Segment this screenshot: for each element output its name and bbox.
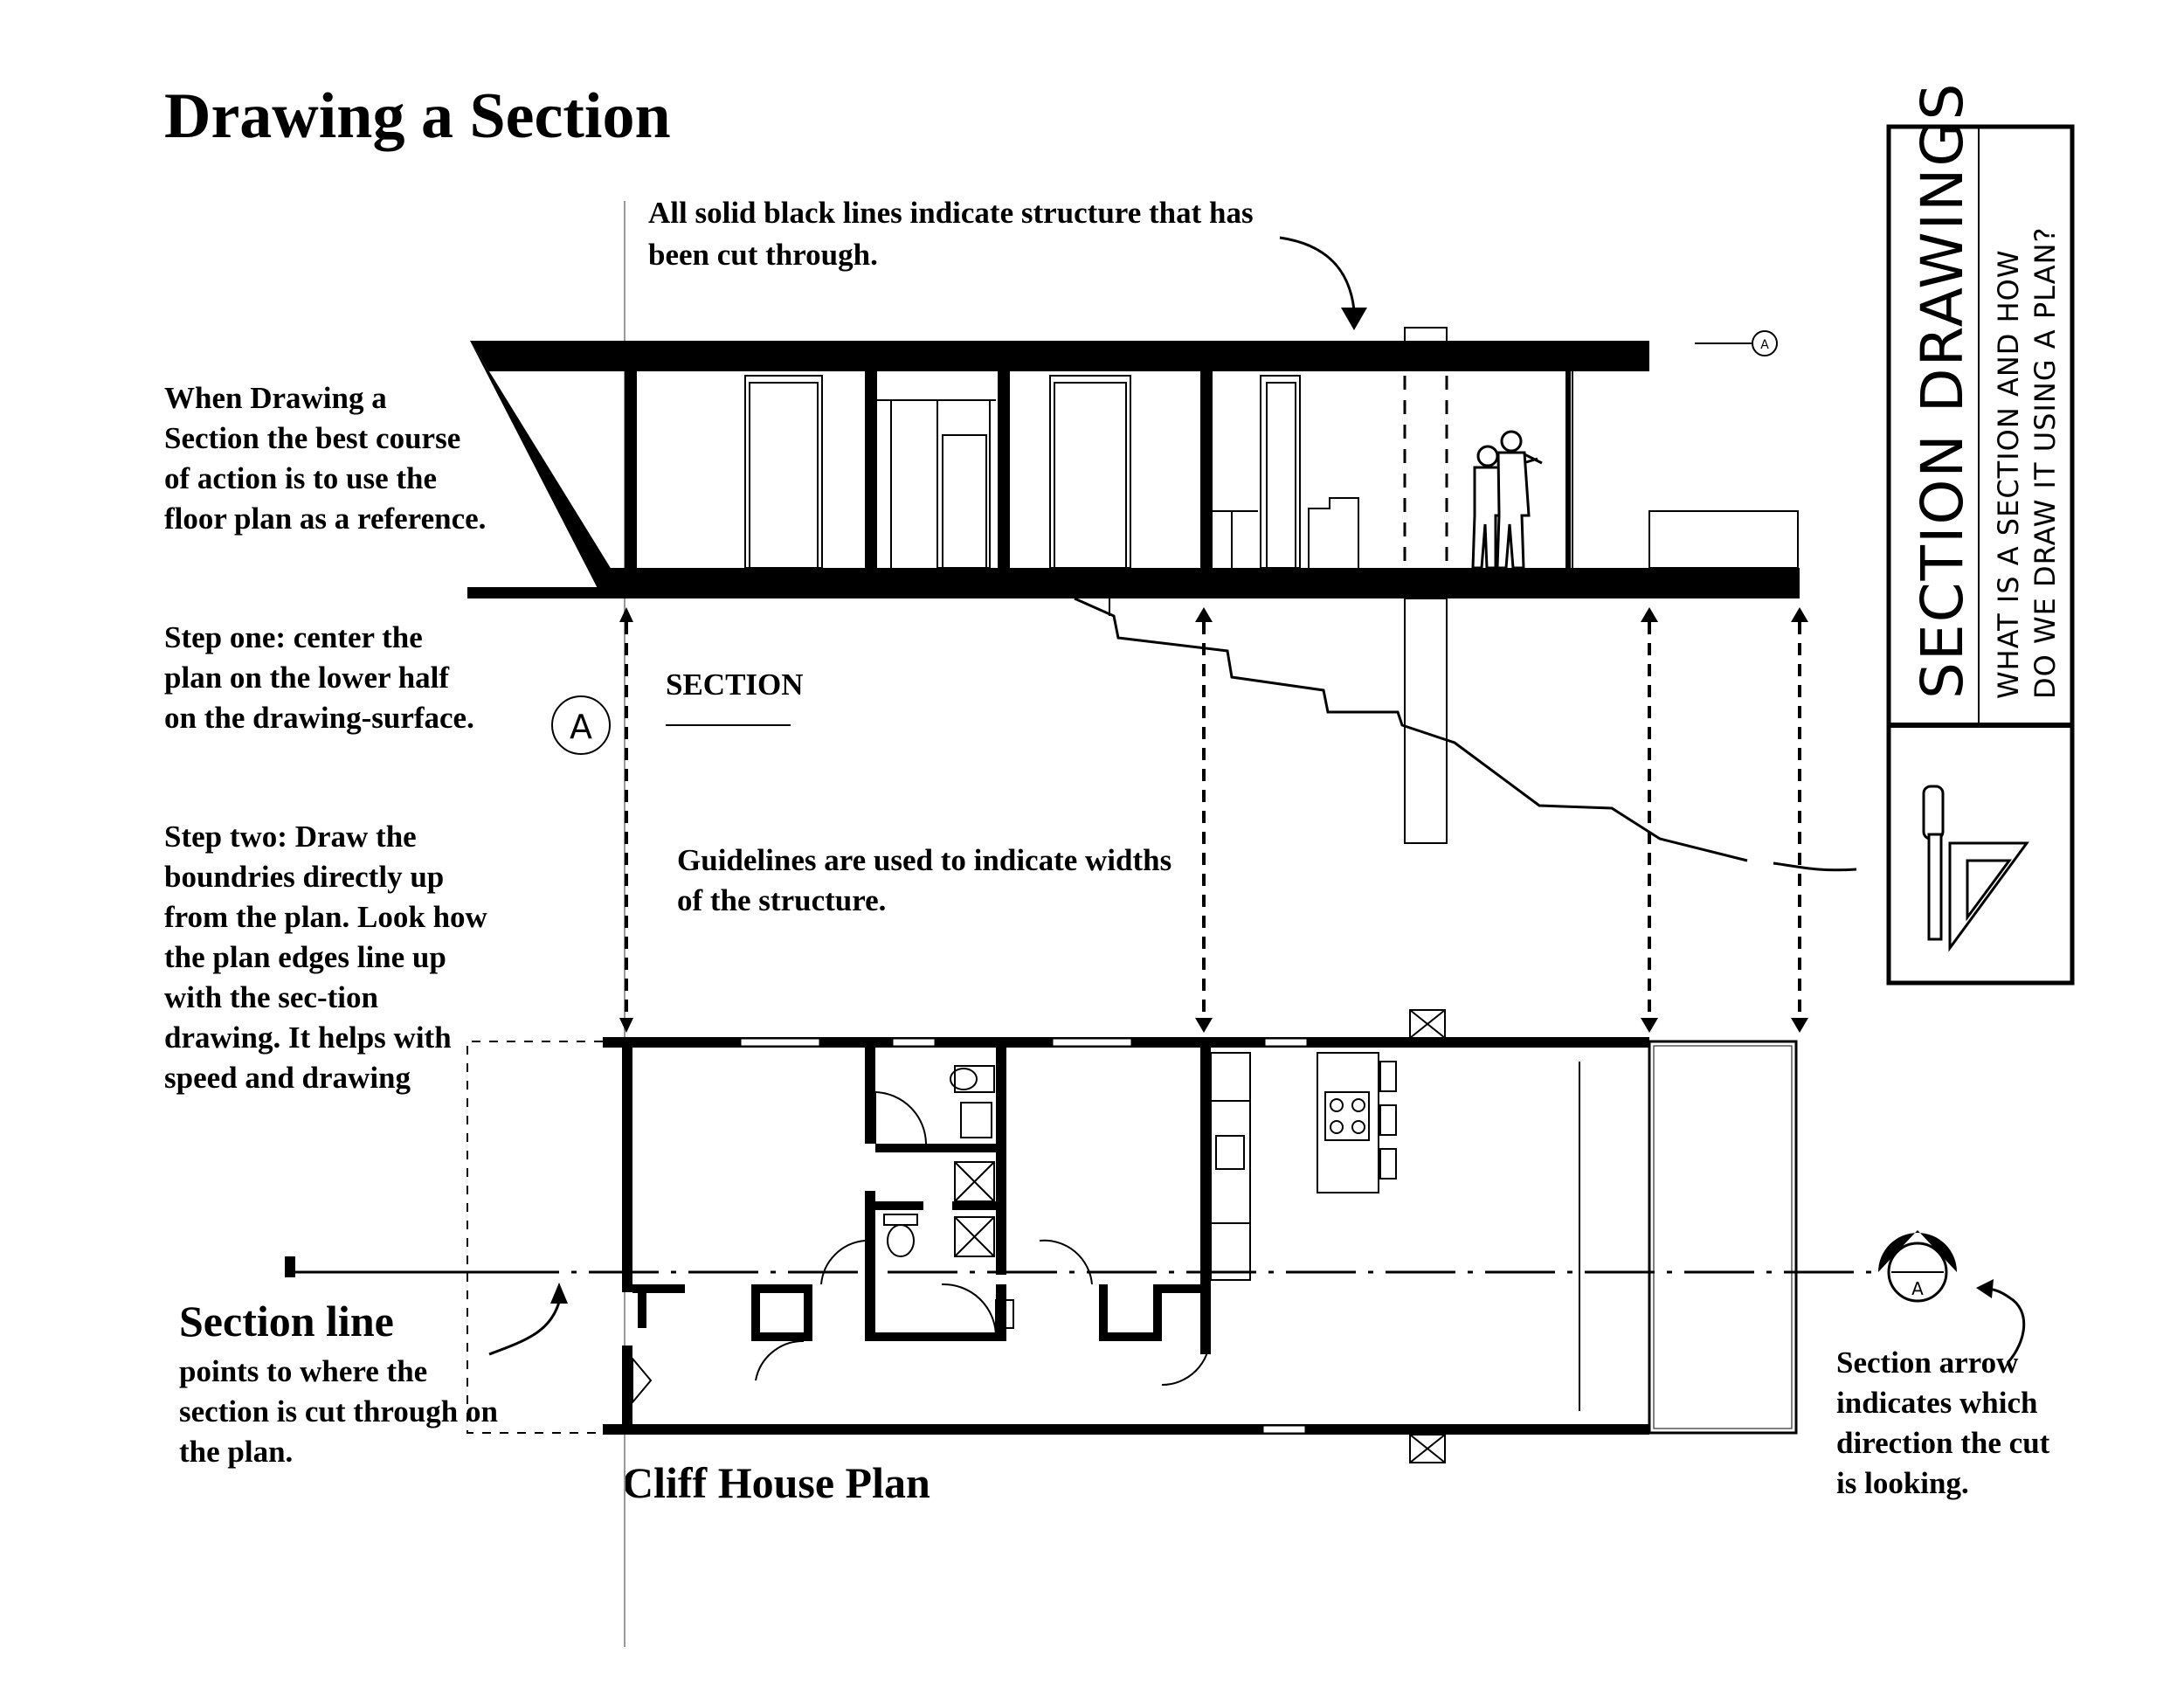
chimney-pier [1404, 598, 1448, 844]
section-line-pointer [488, 1283, 568, 1356]
title-block-subtitle-line1: WHAT IS A SECTION AND HOW [1992, 249, 2025, 700]
triangle-icon [1948, 841, 2029, 952]
guidelines [625, 622, 1801, 1022]
person-figures-icon [1471, 430, 1543, 570]
page-title: Drawing a Section [164, 80, 671, 152]
section-drawing: A [467, 327, 1857, 872]
floor-slab [603, 568, 1800, 598]
section-line-heading: Section line [179, 1297, 394, 1346]
title-block [1886, 124, 2075, 986]
roof-slab [470, 341, 1649, 371]
section-arrow-icon: 1 A [1878, 1230, 1957, 1303]
intro-text: When Drawing a Section the best course o… [164, 381, 487, 536]
floor-plan [467, 1009, 1798, 1463]
ground-slab-left [467, 587, 607, 598]
structure-annotation: All solid black lines indicate structure… [648, 196, 1254, 272]
structure-pointer-arrow [1279, 236, 1367, 330]
step-two-text: Step two: Draw the boundries directly up… [164, 820, 487, 1095]
section-line [285, 1256, 1878, 1277]
title-block-subtitle-line2: DO WE DRAW IT USING A PLAN? [2028, 226, 2062, 699]
title-block-title: SECTION DRAWINGS [1909, 81, 1976, 699]
chimney-top [1404, 327, 1448, 342]
guidelines-annotation: Guidelines are used to indicate widths o… [677, 843, 1172, 917]
section-arrow-top-label: 1 [1912, 1254, 1922, 1272]
section-arrow-pointer [1976, 1279, 2026, 1364]
section-arrow-annotation: Section arrow indicates which direction … [1836, 1346, 2050, 1500]
section-line-description: points to where the section is cut throu… [179, 1354, 498, 1469]
slanted-wall [470, 341, 616, 598]
section-marker: A [551, 695, 791, 755]
section-arrow-bottom-label: A [1911, 1278, 1924, 1299]
guideline-arrowheads [619, 607, 1808, 1033]
svg-text:A: A [1760, 338, 1769, 352]
section-marker-letter: A [570, 708, 592, 746]
terrain-line [1074, 597, 1748, 862]
section-label: SECTION [666, 668, 804, 702]
plan-caption: Cliff House Plan [622, 1458, 930, 1507]
t-square-icon [1922, 785, 1945, 941]
step-one-text: Step one: center the plan on the lower h… [164, 620, 474, 735]
